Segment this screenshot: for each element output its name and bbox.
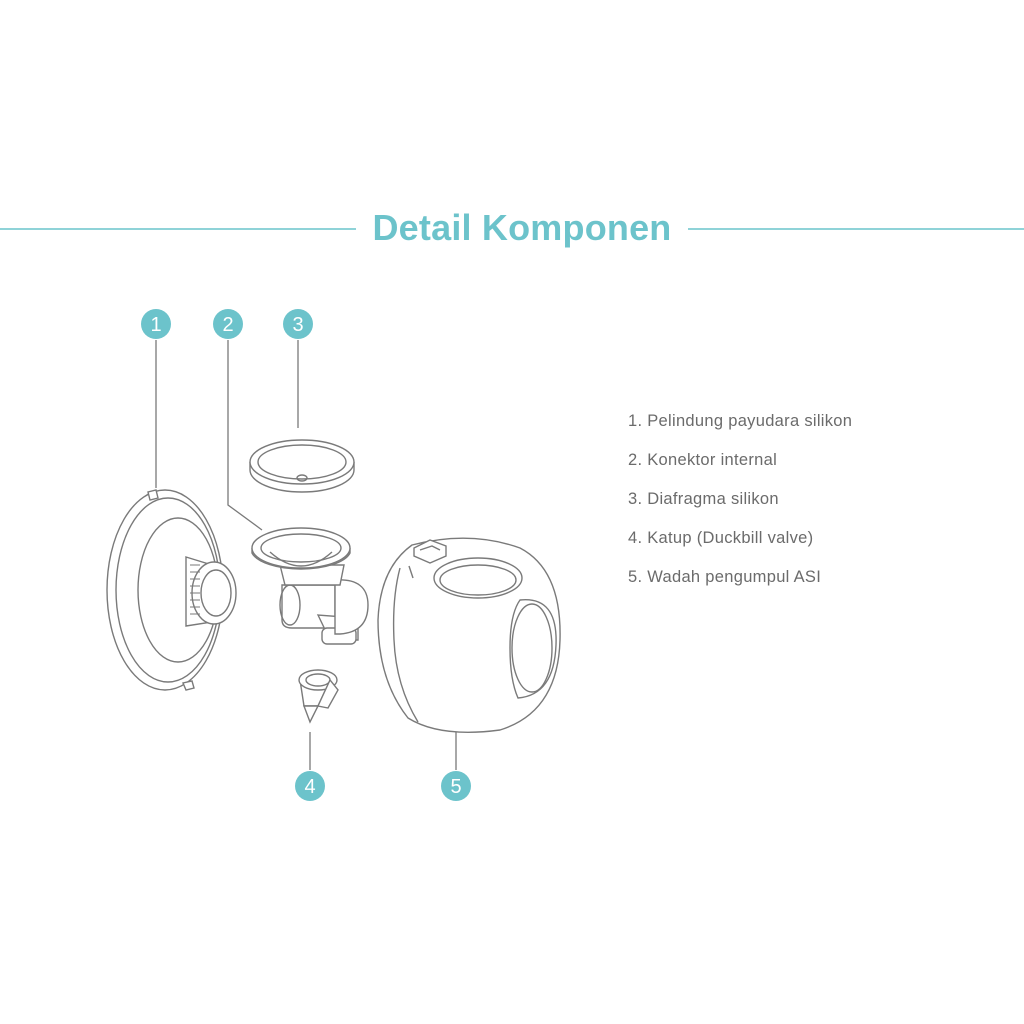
callout-badge-1: 1: [141, 309, 171, 339]
internal-connector-drawing: [251, 527, 369, 645]
callout-number: 3: [292, 314, 303, 336]
callout-circle: [295, 771, 325, 801]
legend-item: 3. Diafragma silikon: [628, 490, 779, 508]
callout-circle: [213, 309, 243, 339]
duckbill-valve-drawing: [298, 669, 339, 724]
component-legend: 1. Pelindung payudara silikon 2. Konekto…: [628, 408, 1008, 603]
title-row: Detail Komponen: [0, 200, 1024, 256]
title-rule-left: [0, 228, 356, 230]
callout-badge-4: 4: [295, 771, 325, 801]
legend-item: 4. Katup (Duckbill valve): [628, 529, 814, 547]
milk-container-drawing: [377, 537, 561, 733]
callout-number: 5: [450, 776, 461, 798]
callout-badge-2: 2: [213, 309, 243, 339]
leader-line-2: [227, 340, 263, 531]
callout-number: 4: [304, 776, 315, 798]
diaphragm-drawing: [249, 439, 355, 493]
title-rule-right: [688, 228, 1024, 230]
legend-item: 2. Konektor internal: [628, 451, 778, 469]
leader-lines: [155, 340, 457, 770]
legend-item: 5. Wadah pengumpul ASI: [628, 568, 822, 586]
callout-circle: [283, 309, 313, 339]
callout-badge-3: 3: [283, 309, 313, 339]
callout-number: 1: [150, 314, 161, 336]
callout-badge-5: 5: [441, 771, 471, 801]
breast-shield-drawing: [106, 489, 237, 691]
callout-number: 2: [222, 314, 233, 336]
callout-circle: [141, 309, 171, 339]
legend-item: 1. Pelindung payudara silikon: [628, 412, 853, 430]
page-title: Detail Komponen: [372, 207, 672, 248]
callout-circle: [441, 771, 471, 801]
